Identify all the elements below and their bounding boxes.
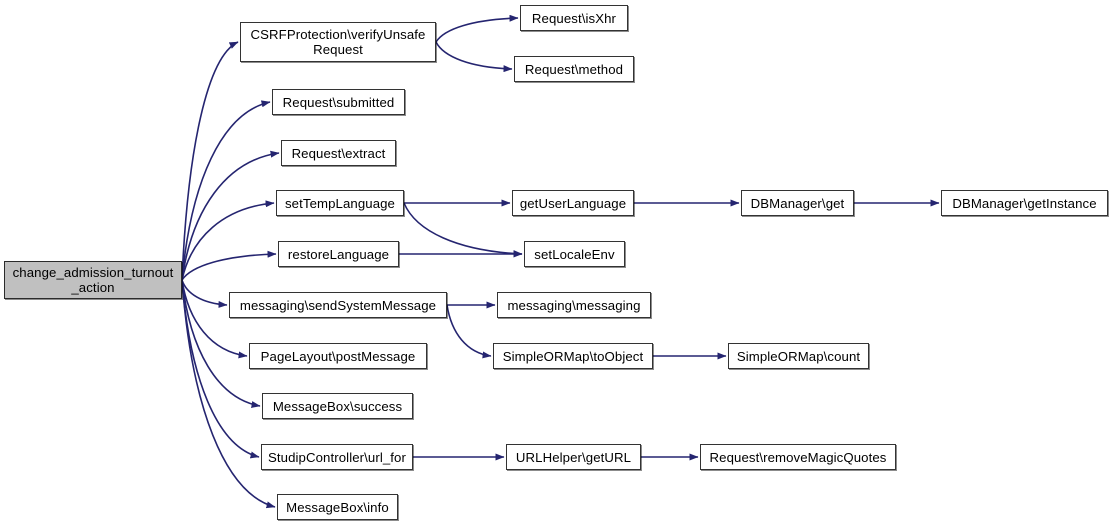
graph-node-root[interactable]: change_admission_turnout _action [4,261,182,299]
graph-node-csrf[interactable]: CSRFProtection\verifyUnsafe Request [240,22,436,62]
graph-node-settemplang[interactable]: setTempLanguage [276,190,404,216]
graph-node-sendsysmsg[interactable]: messaging\sendSystemMessage [229,292,447,318]
graph-node-postmessage[interactable]: PageLayout\postMessage [249,343,427,369]
graph-node-method[interactable]: Request\method [514,56,634,82]
graph-node-mbinfo[interactable]: MessageBox\info [277,494,398,520]
graph-node-restorelang[interactable]: restoreLanguage [278,241,399,267]
edge-root-to-submitted [181,100,271,281]
graph-node-urlfor[interactable]: StudipController\url_for [261,444,413,470]
graph-node-messaging[interactable]: messaging\messaging [497,292,651,318]
graph-node-geturl[interactable]: URLHelper\getURL [506,444,641,470]
graph-node-isxhr[interactable]: Request\isXhr [520,5,628,31]
edge-root-to-csrf [181,41,239,281]
graph-node-submitted[interactable]: Request\submitted [272,89,405,115]
graph-node-setlocaleenv[interactable]: setLocaleEnv [524,241,625,267]
graph-node-getuserlang[interactable]: getUserLanguage [512,190,634,216]
graph-node-dbget[interactable]: DBManager\get [741,190,854,216]
graph-node-toobject[interactable]: SimpleORMap\toObject [493,343,653,369]
edge-sendsysmsg-to-toobject [446,304,492,359]
edge-settemplang-to-setlocaleenv [403,202,523,258]
graph-node-dbgetinstance[interactable]: DBManager\getInstance [941,190,1108,216]
edge-root-to-sendsysmsg [181,279,228,308]
graph-node-removemagic[interactable]: Request\removeMagicQuotes [700,444,896,470]
edge-root-to-extract [181,150,280,281]
graph-node-count[interactable]: SimpleORMap\count [728,343,869,369]
edge-csrf-to-method [435,41,513,73]
edge-csrf-to-isxhr [435,14,519,43]
graph-node-extract[interactable]: Request\extract [281,140,396,166]
graph-node-mbsuccess[interactable]: MessageBox\success [262,393,413,419]
edge-root-to-settemplang [181,200,275,281]
edge-root-to-restorelang [181,250,277,281]
